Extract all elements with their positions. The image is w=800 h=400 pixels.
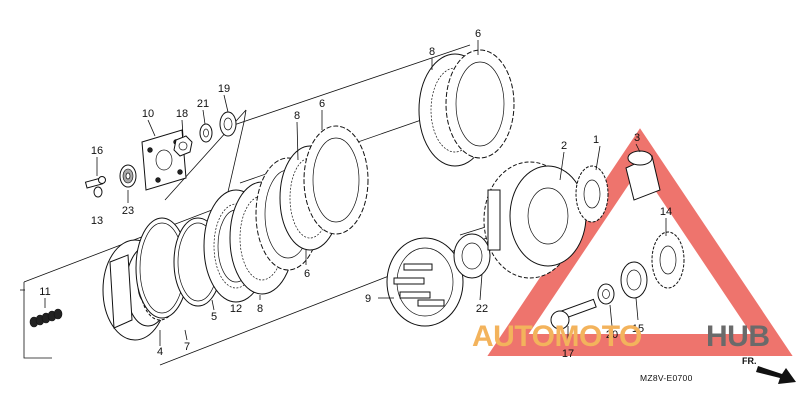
callout-22: 22 [476, 303, 488, 315]
callout-1: 1 [593, 134, 599, 146]
callout-6-middle: 6 [319, 98, 325, 110]
callout-23: 23 [122, 205, 134, 217]
bearing-part-23 [119, 164, 137, 188]
front-direction-indicator: FR. [742, 356, 796, 384]
bolt-part-16 [84, 176, 106, 189]
spring-part-11 [29, 308, 63, 328]
callout-10: 10 [142, 108, 154, 120]
callout-2: 2 [561, 140, 567, 152]
callout-4: 4 [157, 346, 163, 358]
leader-lines [44, 40, 667, 346]
lock-washer-part-15 [620, 261, 648, 299]
nut-part-18 [173, 135, 193, 157]
callout-3: 3 [634, 132, 640, 144]
drawing-code: MZ8V-E0700 [640, 373, 693, 383]
washer-part-13 [93, 186, 103, 198]
part-callouts: 1 2 3 4 5 6 6 6 7 8 8 8 9 10 11 12 13 14… [39, 28, 672, 360]
callout-16: 16 [91, 145, 103, 157]
friction-disc-part-6-top [445, 49, 515, 159]
pressure-plate-part-9 [386, 237, 464, 327]
front-label: FR. [742, 356, 757, 366]
callout-20: 20 [606, 329, 618, 341]
washer-part-20 [597, 283, 615, 305]
callout-21: 21 [197, 98, 209, 110]
washer-part-19 [219, 111, 237, 137]
watermark-text-part1: AUTOMOTO [472, 320, 642, 353]
callout-19: 19 [218, 83, 230, 95]
callout-5: 5 [211, 311, 217, 323]
bushing-part-3 [625, 150, 661, 201]
callout-15: 15 [632, 323, 644, 335]
friction-disc-part-6-upper [303, 125, 369, 235]
callout-8-lower: 8 [257, 303, 263, 315]
callout-17: 17 [562, 348, 574, 360]
bolt-part-17 [550, 298, 597, 330]
spring-ring-part-7 [135, 217, 189, 319]
callout-18: 18 [176, 108, 188, 120]
callout-14: 14 [660, 206, 672, 218]
callout-6-top: 6 [475, 28, 481, 40]
front-arrow-icon [756, 366, 796, 384]
clutch-basket-part-2 [483, 161, 587, 279]
callout-13: 13 [91, 215, 103, 227]
callout-8-middle: 8 [294, 110, 300, 122]
callout-7: 7 [184, 341, 190, 353]
callout-9: 9 [365, 293, 371, 305]
callout-8-top: 8 [429, 46, 435, 58]
washer-part-22 [453, 233, 491, 279]
gear-part-14 [651, 231, 685, 289]
watermark-text-part2: HUB [706, 320, 770, 353]
washer-part-21 [199, 123, 213, 143]
callout-6-lower: 6 [304, 268, 310, 280]
callout-11: 11 [39, 286, 50, 298]
callout-12: 12 [230, 303, 242, 315]
gear-part-1 [575, 165, 609, 223]
watermark-logo: AUTOMOTO HUB [472, 320, 770, 353]
